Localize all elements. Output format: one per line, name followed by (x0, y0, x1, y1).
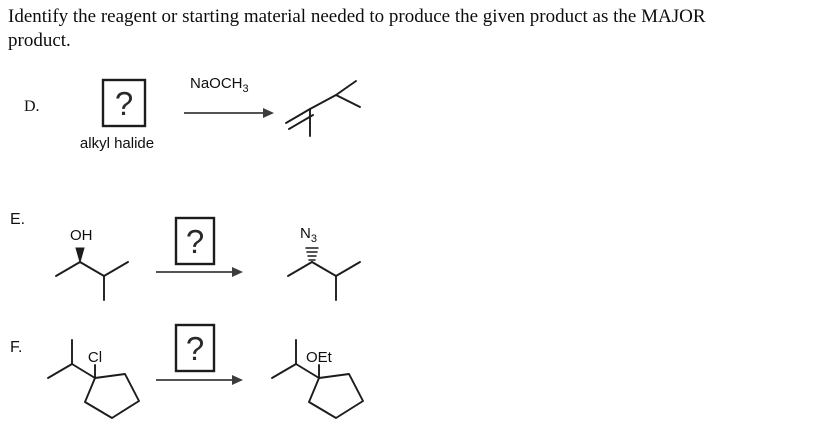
arrow-right-icon (156, 267, 243, 277)
molecule-e-product-azide (287, 247, 361, 301)
arrow-head (263, 108, 274, 118)
arrow-right-icon (184, 108, 274, 118)
part-d-question-mark-icon: ? (115, 85, 133, 122)
bond (309, 94, 337, 110)
arrow-head (232, 267, 243, 277)
part-f: F. Cl ? OEt (10, 323, 364, 419)
arrow-right-icon (156, 375, 243, 385)
hydroxyl-label: OH (70, 227, 93, 244)
wedge-bond (75, 247, 85, 264)
part-e-label: E. (10, 211, 25, 228)
azide-symbol: N (300, 225, 311, 242)
bond (287, 261, 313, 277)
double-bond-line-1 (285, 108, 311, 124)
chloro-label: Cl (88, 349, 102, 366)
cyclopentane-ring (308, 373, 364, 419)
part-d: D. ? alkyl halide NaOCH3 (24, 75, 361, 152)
question-title: Identify the reagent or starting materia… (8, 5, 822, 53)
title-line-1: Identify the reagent or starting materia… (8, 6, 706, 27)
hashed-wedge-bond (305, 247, 319, 261)
bond (295, 363, 320, 379)
part-e-answer-box (174, 216, 216, 266)
part-f-answer-box (174, 323, 216, 373)
bond-methyl (335, 94, 361, 108)
arrow-head (232, 375, 243, 385)
bond-methyl (335, 80, 357, 96)
part-d-label: D. (24, 98, 40, 115)
ethoxy-label: OEt (306, 349, 333, 366)
title-line-2: product. (8, 30, 71, 51)
bond (311, 261, 337, 277)
part-f-question-mark-icon: ? (186, 330, 204, 367)
part-d-caption: alkyl halide (80, 135, 154, 152)
azide-subscript: 3 (311, 233, 317, 245)
bond-methyl (47, 363, 73, 379)
molecule-f-product-ether (271, 339, 364, 419)
bond-methyl (271, 363, 297, 379)
molecule-e-start-alcohol (55, 247, 129, 301)
bond-methyl (335, 261, 361, 277)
reagent-formula: NaOCH (190, 75, 243, 92)
cyclopentane-ring (84, 373, 140, 419)
part-e-question-mark-icon: ? (186, 223, 204, 260)
part-d-answer-box (101, 78, 147, 128)
molecule-f-start-chloride (47, 339, 140, 419)
double-bond-line-2 (288, 114, 314, 130)
part-d-reagent-label: NaOCH3 (190, 75, 249, 95)
molecule-d-product-alkene (285, 80, 361, 137)
bond (71, 363, 96, 379)
bond-methyl (103, 261, 129, 277)
reagent-subscript: 3 (243, 83, 249, 95)
part-e: E. OH ? N3 (10, 211, 361, 301)
bond (55, 261, 81, 277)
part-f-label: F. (10, 339, 22, 356)
bond (79, 261, 105, 277)
azide-label: N3 (300, 225, 317, 245)
